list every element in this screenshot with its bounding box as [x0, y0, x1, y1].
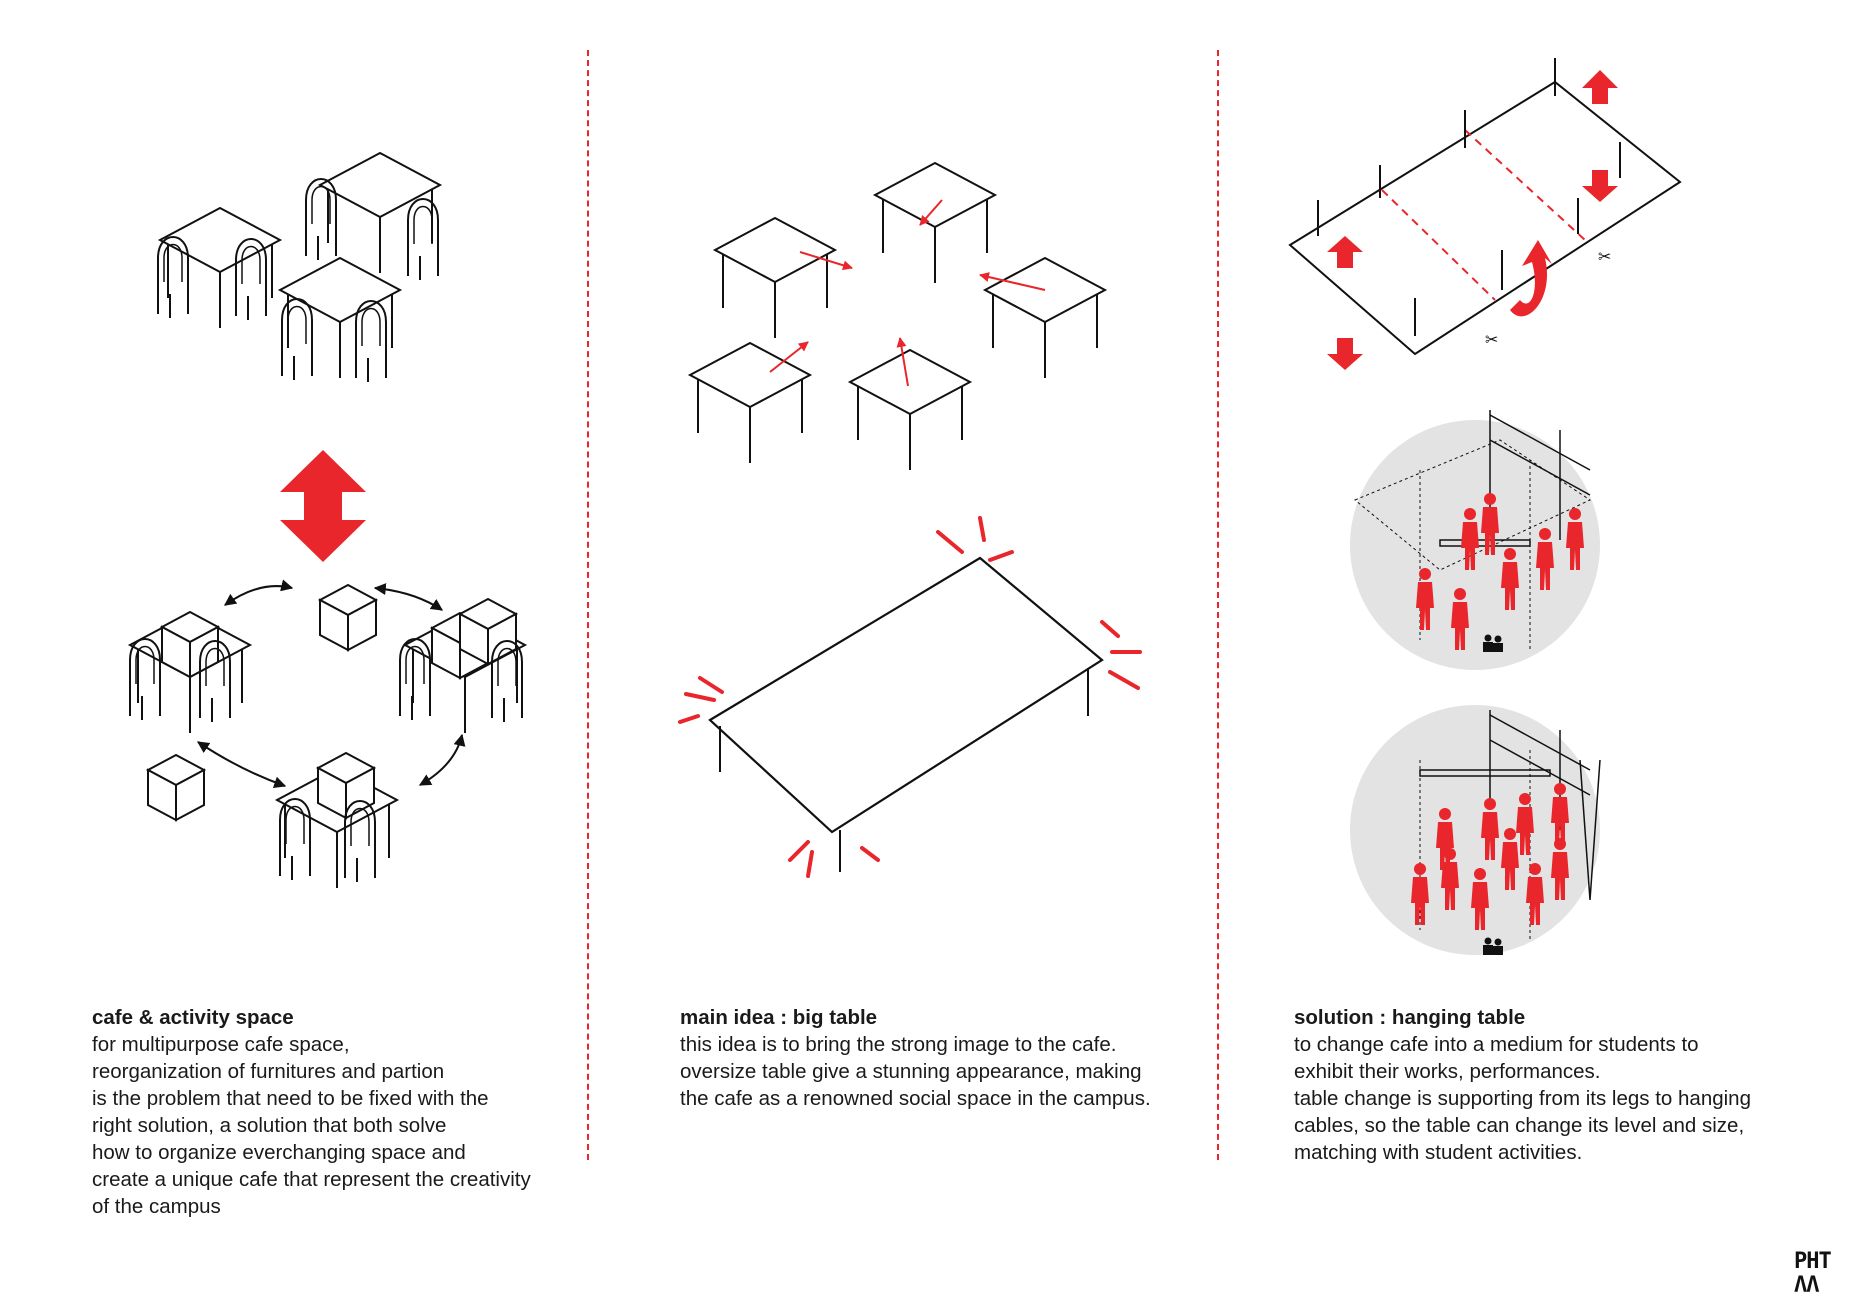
caption-title: cafe & activity space	[92, 1006, 294, 1029]
caption-title: main idea : big table	[680, 1006, 878, 1029]
double-arrow-icon	[280, 450, 366, 562]
panel-divider-right	[1217, 50, 1219, 1160]
svg-text:✂: ✂	[1485, 330, 1498, 349]
logo-top: PHT	[1794, 1249, 1832, 1274]
logo-bottom: ΛΛ	[1794, 1273, 1819, 1298]
caption-line: table change is supporting from its legs…	[1294, 1087, 1751, 1110]
panel-divider-left	[587, 50, 589, 1160]
caption-line: to change cafe into a medium for student…	[1294, 1033, 1699, 1056]
hanging-table-illustration: ✂ ✂	[1288, 58, 1682, 370]
caption-line: exhibit their works, performances.	[1294, 1060, 1601, 1083]
caption-line: matching with student activities.	[1294, 1141, 1583, 1164]
caption-line: of the campus	[92, 1195, 221, 1218]
scattered-tables-illustration	[689, 162, 1106, 471]
brand-logo: PHT ΛΛ	[1794, 1249, 1832, 1298]
caption-line: create a unique cafe that represent the …	[92, 1168, 531, 1191]
caption-panel-2: main idea : big table this idea is to br…	[680, 1004, 1180, 1112]
caption-line: this idea is to bring the strong image t…	[680, 1033, 1117, 1056]
caption-panel-3: solution : hanging table to change cafe …	[1294, 1004, 1794, 1166]
caption-line: oversize table give a stunning appearanc…	[680, 1060, 1142, 1083]
caption-line: cables, so the table can change its leve…	[1294, 1114, 1745, 1137]
cafe-furniture-cluster-illustration	[157, 152, 441, 383]
big-table-illustration	[678, 516, 1142, 878]
cafe-interior-view-2	[1350, 705, 1601, 955]
caption-panel-1: cafe & activity space for multipurpose c…	[92, 1004, 592, 1220]
caption-line: how to organize everchanging space and	[92, 1141, 466, 1164]
activity-space-illustration	[129, 579, 526, 889]
caption-line: is the problem that need to be fixed wit…	[92, 1087, 489, 1110]
cafe-interior-view-1	[1350, 410, 1600, 670]
caption-line: for multipurpose cafe space,	[92, 1033, 350, 1056]
caption-line: the cafe as a renowned social space in t…	[680, 1087, 1151, 1110]
caption-line: right solution, a solution that both sol…	[92, 1114, 447, 1137]
svg-text:✂: ✂	[1598, 247, 1611, 266]
caption-title: solution : hanging table	[1294, 1006, 1526, 1029]
caption-line: reorganization of furnitures and partion	[92, 1060, 445, 1083]
